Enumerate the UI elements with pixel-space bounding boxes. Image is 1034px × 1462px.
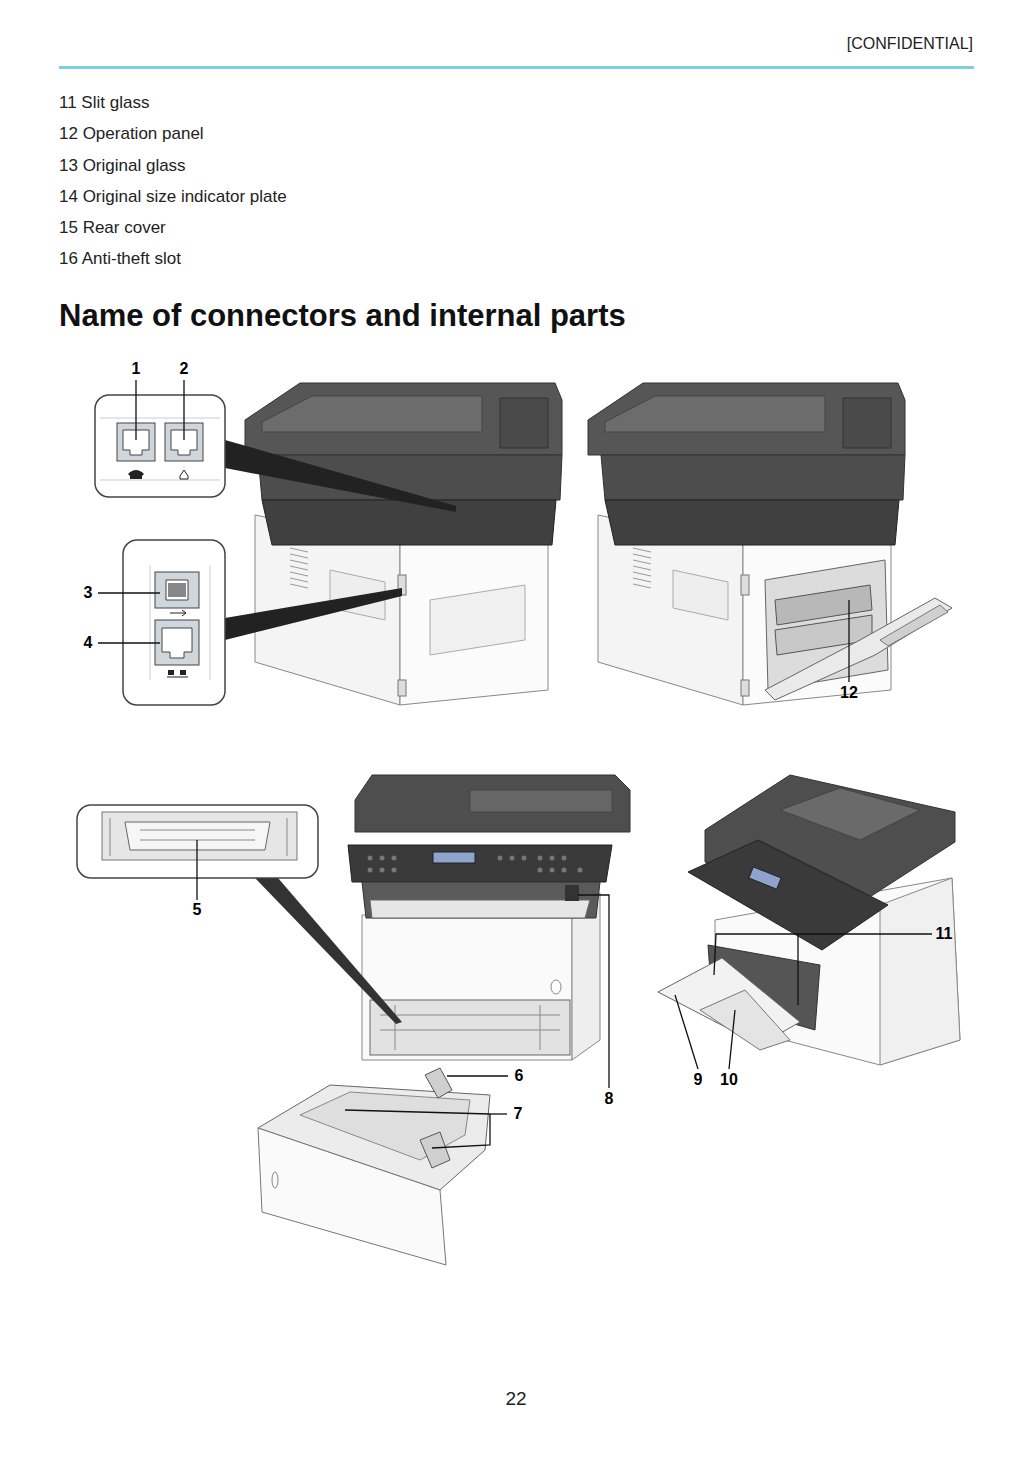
confidential-mark: [CONFIDENTIAL]	[847, 34, 973, 53]
callout-number: 3	[84, 583, 93, 602]
rear-view-right	[588, 383, 952, 705]
list-item: 14 Original size indicator plate	[59, 187, 287, 207]
list-item: 16 Anti-theft slot	[59, 249, 181, 269]
list-item: 11 Slit glass	[59, 93, 149, 113]
list-item: 12 Operation panel	[59, 124, 204, 144]
front-view-right	[658, 775, 960, 1065]
callout-number: 5	[193, 900, 202, 919]
leader-lines	[98, 380, 932, 1148]
callout-number: 4	[84, 633, 93, 652]
callout-number: 8	[605, 1089, 614, 1108]
paper-cassette	[258, 1068, 490, 1265]
callout-number: 2	[180, 359, 189, 378]
callout-number: 1	[132, 359, 141, 378]
section-heading: Name of connectors and internal parts	[59, 297, 626, 334]
callout-number: 11	[936, 924, 953, 943]
interior-inset	[77, 805, 402, 1024]
header-rule	[59, 66, 974, 69]
callout-number: 9	[694, 1070, 703, 1089]
list-item: 13 Original glass	[59, 156, 186, 176]
rear-view-left	[95, 383, 562, 705]
list-item: 15 Rear cover	[59, 218, 166, 238]
callout-number: 10	[720, 1070, 738, 1089]
callout-number: 12	[840, 683, 858, 702]
page-number: 22	[505, 1388, 526, 1411]
callout-number: 6	[515, 1066, 524, 1085]
callout-number: 7	[514, 1104, 523, 1123]
